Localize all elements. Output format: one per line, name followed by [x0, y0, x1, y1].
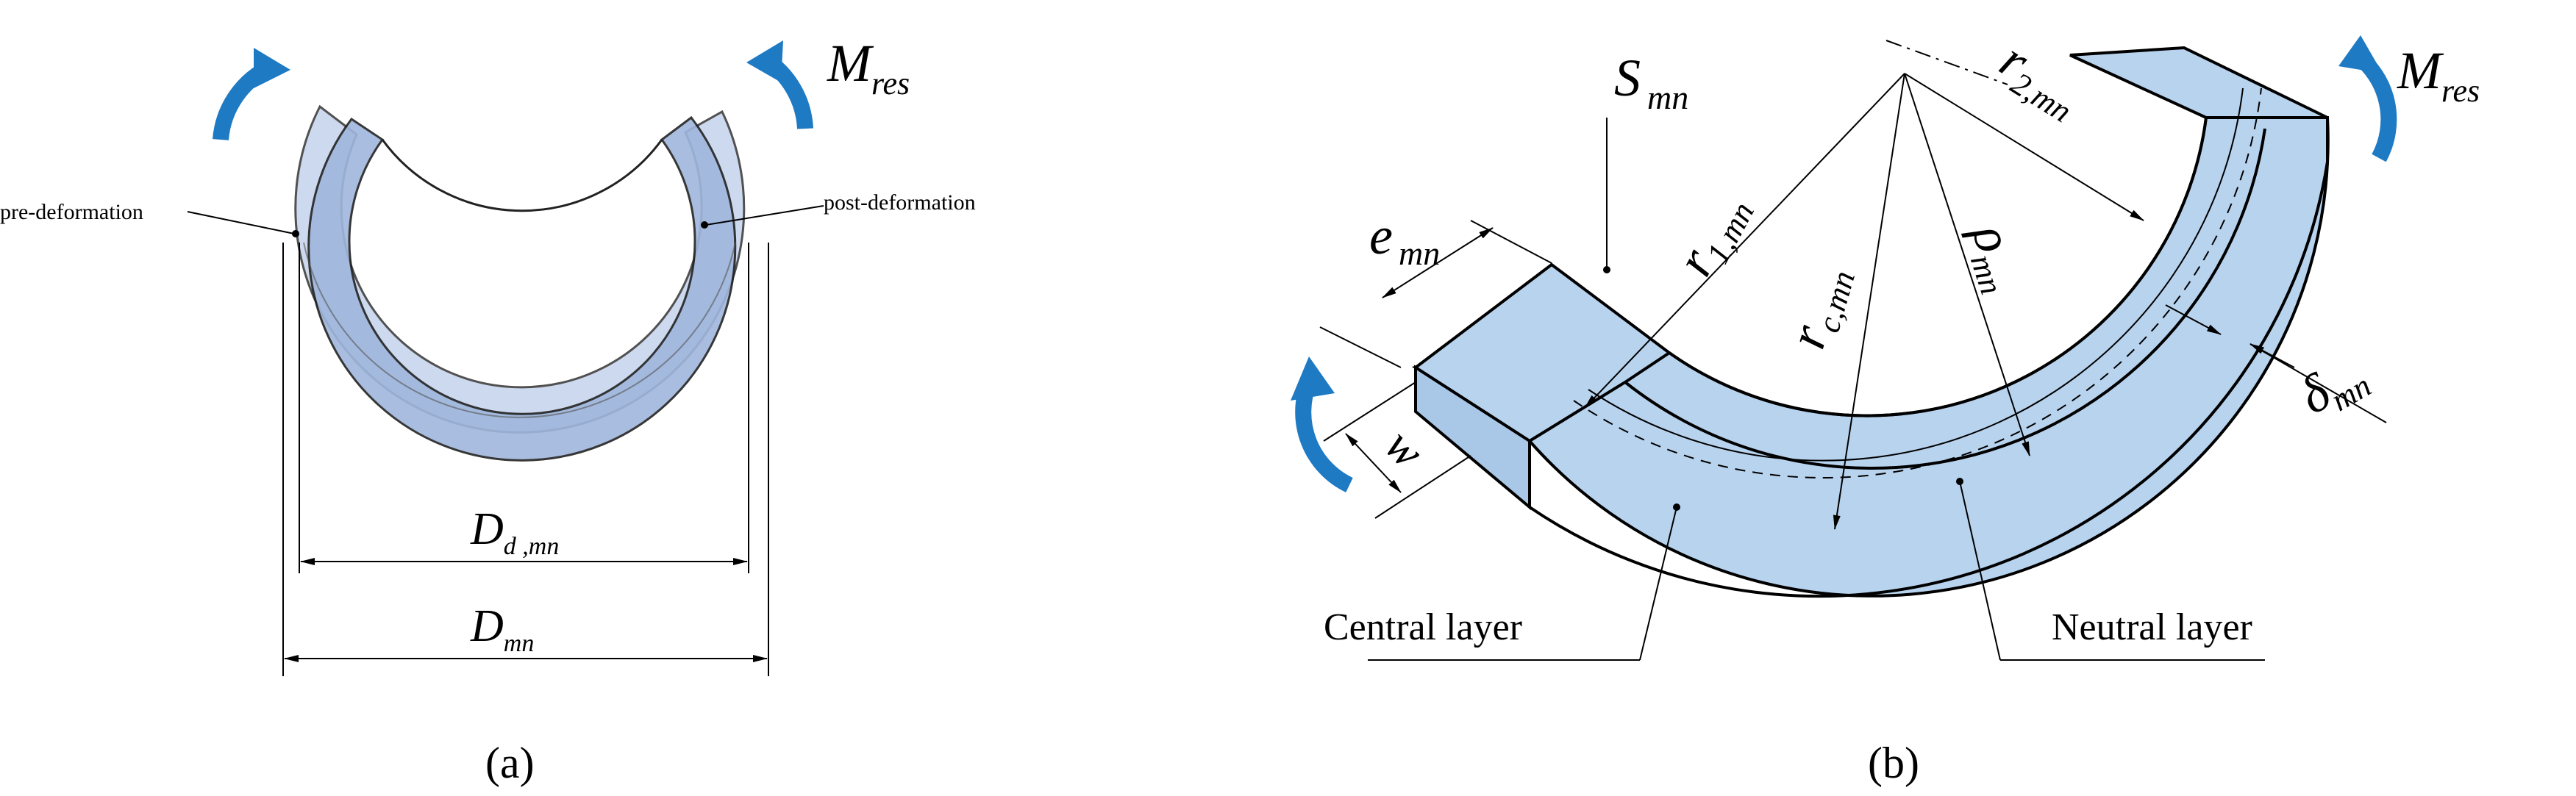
panel-b: Mres mn S mn e mn w r1,mn rc,mn ρmn	[1291, 30, 2480, 787]
width-label: w	[1375, 419, 1435, 478]
right-end-face	[2069, 46, 2328, 119]
moment-arrow-left-icon	[1295, 379, 1353, 492]
dimension-label-inner: Dd ,mn	[470, 504, 559, 560]
neutral-layer-label: Neutral layer	[2052, 606, 2252, 648]
central-layer-line	[1588, 87, 2244, 462]
post-deformation-ring	[307, 115, 737, 462]
moment-label-a: Mres	[827, 34, 910, 101]
central-layer-label: Central layer	[1324, 606, 1522, 648]
moment-arrowhead-left-b-icon	[1291, 356, 1335, 401]
delta-label: δmn	[2289, 343, 2377, 431]
rc-arrow	[1833, 73, 1905, 530]
dimension-label-outer: Dmn	[470, 601, 534, 657]
r1-arrow	[1584, 73, 1905, 409]
rho-arrow	[1904, 73, 2030, 456]
r2-label: r2,mn	[1987, 30, 2093, 129]
rc-label: rc,mn	[1777, 259, 1862, 356]
r1-label: r1,mn	[1664, 183, 1761, 288]
caption-a: (a)	[485, 739, 535, 787]
post-deformation-label: post-deformation	[824, 190, 976, 215]
section-symbol: S	[1614, 49, 1641, 107]
section-subscript: mn	[1647, 79, 1688, 116]
thickness-subscript: mn	[1399, 234, 1440, 272]
moment-arrowhead-right-b-icon	[2338, 35, 2383, 73]
pre-deformation-label: pre-deformation	[0, 200, 143, 224]
rho-label: ρmn	[1955, 215, 2038, 298]
moment-arrowhead-right-icon	[746, 40, 783, 82]
r2-arrow	[1904, 73, 2144, 221]
thickness-symbol: e	[1369, 207, 1393, 265]
moment-arrowhead-left-icon	[254, 48, 290, 88]
moment-label-b: Mres	[2397, 41, 2480, 109]
panel-a: Mres pre-deformation post-deformation Dd…	[0, 34, 976, 787]
neutral-layer-line	[1573, 87, 2262, 479]
caption-b: (b)	[1868, 739, 1919, 787]
